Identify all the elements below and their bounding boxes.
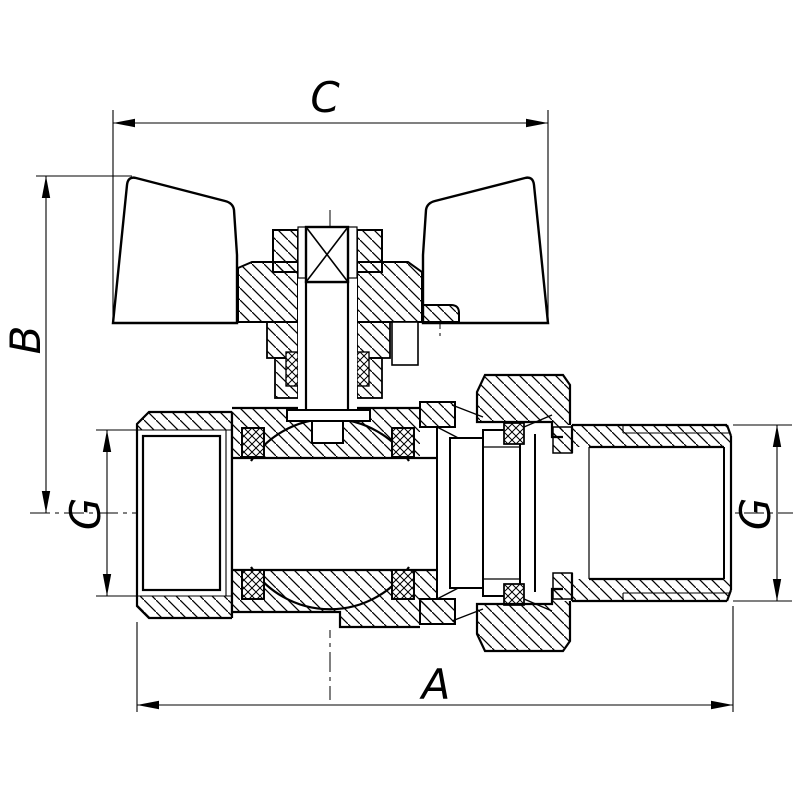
handle-right-wing bbox=[421, 176, 550, 325]
dim-label-g-left: G bbox=[61, 498, 110, 531]
left-port-hatch-top bbox=[136, 411, 233, 431]
stem-packing-left bbox=[285, 351, 299, 387]
dim-label-b: B bbox=[1, 326, 50, 355]
union-nut-bottom bbox=[475, 587, 572, 653]
dim-g-left bbox=[96, 429, 140, 597]
union-nut-top bbox=[475, 373, 572, 439]
dim-label-g-right: G bbox=[731, 498, 780, 531]
dim-g-right-arrow-top bbox=[772, 425, 782, 447]
tailpiece-flange bbox=[482, 429, 521, 597]
o-ring-bottom bbox=[503, 583, 525, 606]
right-male-port bbox=[552, 423, 733, 603]
dim-b-arrow-bottom bbox=[41, 491, 51, 513]
o-ring-top bbox=[503, 422, 525, 445]
union-flange-top bbox=[419, 401, 456, 428]
left-port-hatch-bottom bbox=[136, 595, 233, 619]
right-thread-crest-bottom bbox=[622, 592, 729, 601]
stem-packing-right bbox=[356, 351, 370, 387]
dim-b-arrow-top bbox=[41, 176, 51, 198]
dim-c bbox=[112, 110, 549, 320]
right-port-hatch-top bbox=[572, 425, 731, 447]
handle-hub-left bbox=[272, 229, 299, 273]
dim-label-a: A bbox=[419, 660, 451, 709]
dimensions bbox=[36, 110, 792, 712]
dim-c-arrow-right bbox=[526, 118, 548, 128]
left-female-port bbox=[135, 410, 234, 620]
dim-g-left-arrow-top bbox=[102, 430, 112, 452]
stem-flat-right bbox=[347, 226, 358, 279]
butterfly-handle bbox=[111, 176, 550, 325]
body-bottom-boss bbox=[340, 612, 420, 627]
seat-bottom-right bbox=[391, 569, 415, 600]
dim-c-arrow-left bbox=[113, 118, 135, 128]
bonnet-lug bbox=[421, 304, 460, 323]
dimension-labels: C B G G A bbox=[1, 73, 780, 709]
dim-g-right bbox=[733, 424, 792, 602]
seat-top-right bbox=[391, 427, 415, 458]
nut-wall-bottom bbox=[552, 572, 573, 600]
stem-tang bbox=[311, 420, 344, 444]
stem-flat-left bbox=[297, 226, 307, 279]
dim-b bbox=[36, 175, 132, 513]
union-flange-bottom bbox=[419, 598, 456, 625]
union-assembly bbox=[436, 373, 572, 653]
stem-square-cross bbox=[305, 226, 349, 283]
tailpiece bbox=[449, 437, 484, 589]
dim-label-c: C bbox=[310, 73, 340, 122]
ball-seats bbox=[241, 427, 415, 600]
dim-a-arrow-left bbox=[137, 700, 159, 710]
seat-bottom-left bbox=[241, 569, 265, 600]
dim-g-right-arrow-bottom bbox=[772, 579, 782, 601]
stem-shaft bbox=[304, 280, 350, 414]
dim-a-arrow-right bbox=[711, 700, 733, 710]
bonnet-cavity bbox=[391, 321, 419, 366]
valve-body bbox=[135, 373, 733, 653]
handle-hub-right bbox=[356, 229, 383, 273]
right-thread-crest-top bbox=[622, 425, 729, 434]
handle-left-wing bbox=[111, 176, 239, 325]
dim-g-left-arrow-bottom bbox=[102, 574, 112, 596]
seat-top-left bbox=[241, 427, 265, 458]
left-port-bore bbox=[141, 434, 222, 592]
right-port-bore bbox=[589, 445, 724, 581]
stem bbox=[286, 225, 371, 444]
stem-collar bbox=[286, 409, 371, 422]
right-port-hatch-bottom bbox=[572, 579, 731, 601]
nut-wall-top bbox=[552, 426, 573, 454]
dim-a bbox=[136, 606, 734, 712]
